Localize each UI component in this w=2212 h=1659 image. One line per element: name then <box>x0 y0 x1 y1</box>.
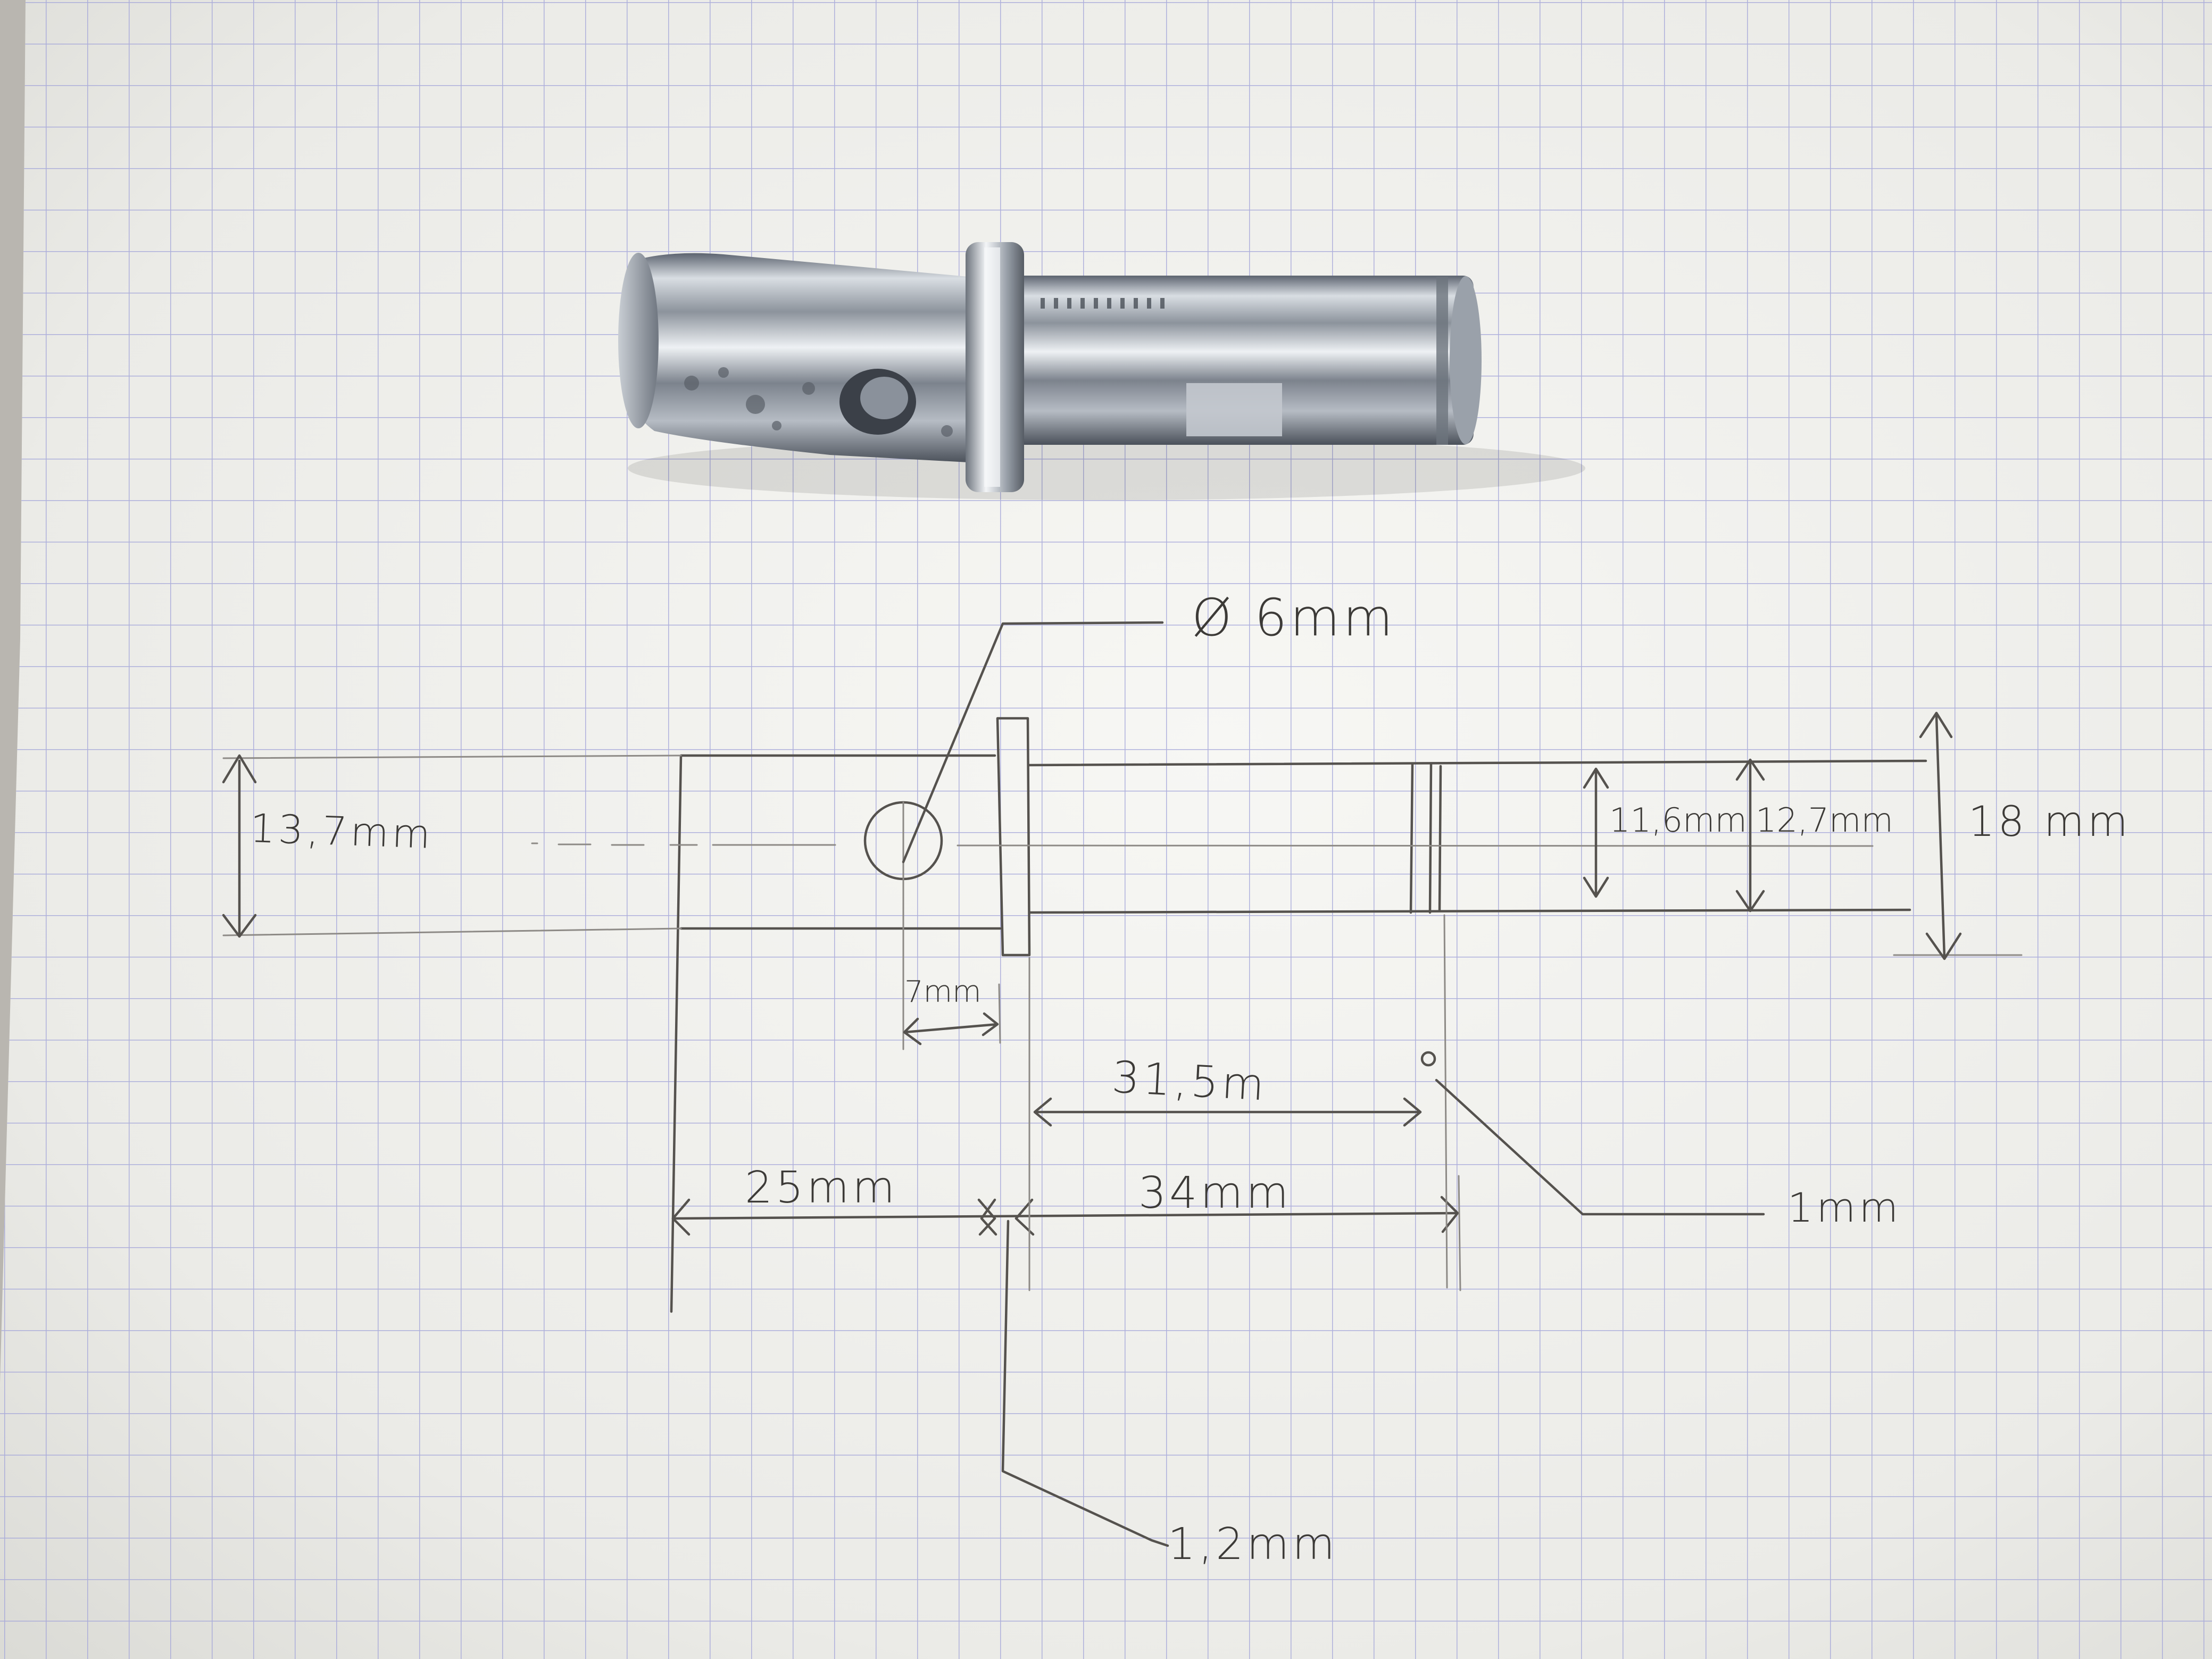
groove-ring <box>1436 277 1448 445</box>
label-groove-position: 31,5m <box>1110 1052 1269 1111</box>
label-collar-width: 1,2mm <box>1168 1519 1338 1570</box>
label-collar-diameter: 18 mm <box>1968 798 2132 846</box>
centerline <box>531 842 1874 847</box>
label-length-left: 25mm <box>745 1163 899 1213</box>
tube-end-face <box>618 253 659 428</box>
outline-right-section <box>1028 759 1927 914</box>
pencil-drawing <box>222 621 2023 1547</box>
leader-hole-diameter <box>902 621 1164 864</box>
label-inner-diameter-1: 11,6mm <box>1609 801 1747 840</box>
label-inner-diameter-2: 12,7mm <box>1756 801 1893 840</box>
label-length-right: 34mm <box>1138 1168 1292 1218</box>
label-hole-diameter: Ø 6mm <box>1192 588 1396 648</box>
metal-pin-photo <box>618 242 1585 500</box>
dim-height-left <box>222 754 257 938</box>
dim-hole-offset <box>903 983 1001 1046</box>
outline-collar <box>996 717 1031 957</box>
label-hole-offset: 7mm <box>904 975 982 1009</box>
label-height-left: 13,7mm <box>249 806 435 858</box>
dim-right-diameters <box>1583 711 1962 960</box>
dim-lengths <box>671 914 1461 1291</box>
dim-groove-position <box>1033 1051 1436 1127</box>
label-groove-width: 1mm <box>1787 1184 1902 1231</box>
leader-groove-width <box>1435 1079 1765 1216</box>
leader-collar-width <box>1001 1220 1169 1547</box>
outline-groove <box>1409 762 1442 914</box>
